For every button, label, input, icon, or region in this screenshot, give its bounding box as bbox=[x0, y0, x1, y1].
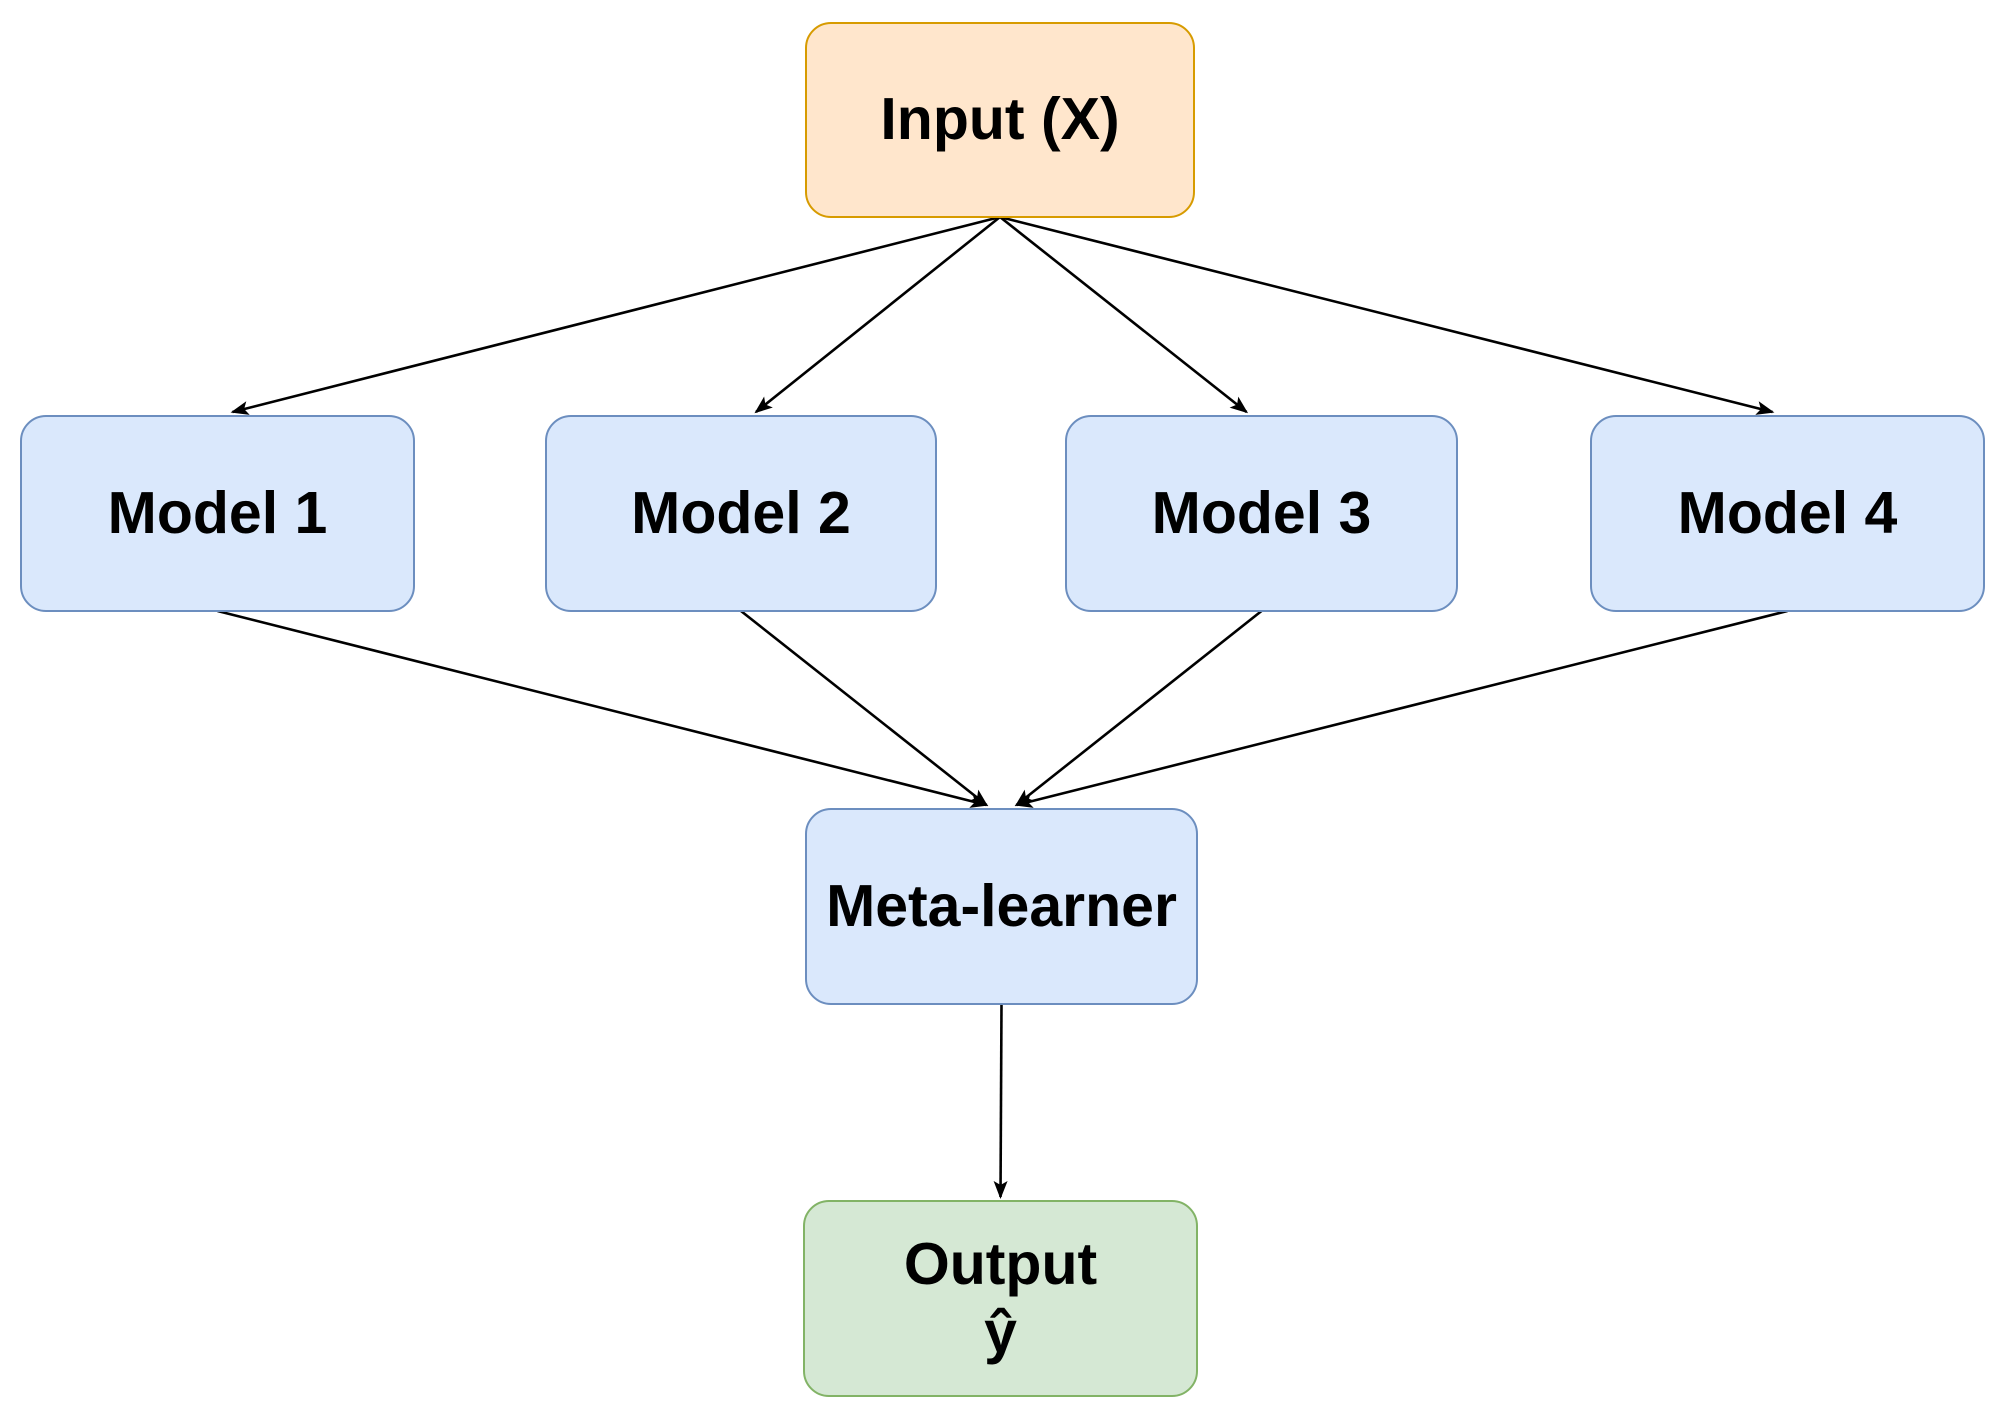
arrow-model1-to-meta bbox=[217, 609, 989, 808]
node-model-3: Model 3 bbox=[1065, 415, 1458, 612]
node-model-1: Model 1 bbox=[20, 415, 415, 612]
node-model-2: Model 2 bbox=[545, 415, 937, 612]
node-model-4-label: Model 4 bbox=[1677, 479, 1898, 546]
arrow-input-to-model1 bbox=[230, 215, 1001, 415]
node-input: Input (X) bbox=[805, 22, 1195, 218]
arrow-input-to-model4 bbox=[999, 215, 1775, 415]
arrow-model2-to-meta bbox=[740, 609, 989, 807]
node-meta-learner-label: Meta-learner bbox=[826, 872, 1177, 939]
arrow-model4-to-meta bbox=[1014, 609, 1788, 808]
arrow-group bbox=[217, 215, 1788, 1199]
arrow-model3-to-meta bbox=[1014, 609, 1263, 807]
arrow-input-to-model3 bbox=[999, 215, 1249, 414]
node-model-1-label: Model 1 bbox=[107, 479, 328, 546]
arrow-input-to-model2 bbox=[754, 215, 1001, 414]
node-model-4: Model 4 bbox=[1590, 415, 1985, 612]
node-model-2-label: Model 2 bbox=[631, 479, 851, 546]
node-output-yhat-label: ŷ bbox=[984, 1298, 1017, 1365]
node-output-label: Output bbox=[903, 1230, 1098, 1297]
node-input-label: Input (X) bbox=[880, 86, 1120, 153]
node-meta-learner: Meta-learner bbox=[805, 808, 1198, 1005]
arrow-meta-to-output bbox=[993, 1003, 1008, 1199]
node-output: Output ŷ bbox=[803, 1200, 1198, 1397]
node-model-3-label: Model 3 bbox=[1151, 479, 1372, 546]
